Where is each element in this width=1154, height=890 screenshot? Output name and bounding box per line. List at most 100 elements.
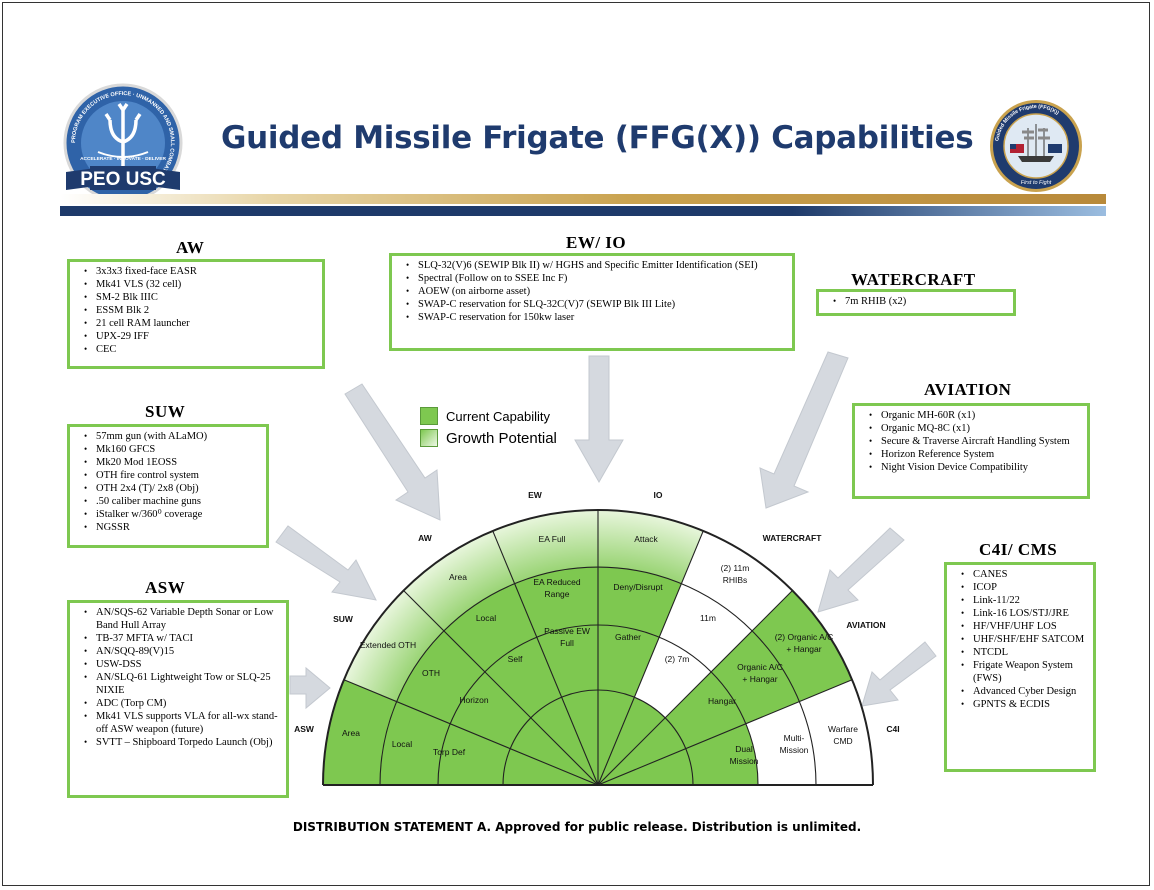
cell-aw-ring-3 xyxy=(443,583,537,672)
list-item: AN/SQQ-89(V)15 xyxy=(84,645,280,658)
legend-growth: Growth Potential xyxy=(420,429,557,447)
aviation-box: Organic MH-60R (x1)Organic MQ-8C (x1)Sec… xyxy=(852,403,1090,499)
list-item: Horizon Reference System xyxy=(869,448,1081,461)
ship-icon xyxy=(1018,156,1054,162)
asw-list: AN/SQS-62 Variable Depth Sonar or Low Ba… xyxy=(74,606,280,749)
list-item: UPX-29 IFF xyxy=(84,330,316,343)
list-item: SVTT – Shipboard Torpedo Launch (Obj) xyxy=(84,736,280,749)
list-item: SWAP-C reservation for 150kw laser xyxy=(406,311,786,324)
cell-av-org-2: + Hangar xyxy=(742,674,777,684)
cell-av-org2-2: + Hangar xyxy=(786,644,821,654)
cell-aw-ring-2 xyxy=(484,637,562,718)
list-item: NGSSR xyxy=(84,521,260,534)
cell-asw-area: Area xyxy=(342,728,360,738)
cell-watercraft-ring-2 xyxy=(634,637,712,718)
legend-swatch-current xyxy=(420,407,438,425)
list-item: Link-11/22 xyxy=(961,594,1087,607)
sector-divider xyxy=(597,530,704,786)
cell-io-deny: Deny/Disrupt xyxy=(613,582,663,592)
list-item: Link-16 LOS/STJ/JRE xyxy=(961,607,1087,620)
legend-current: Current Capability xyxy=(420,407,550,425)
sector-label-aw: AW xyxy=(418,533,433,543)
cell-aviation-ring-4 xyxy=(752,590,853,702)
list-item: 3x3x3 fixed-face EASR xyxy=(84,265,316,278)
watercraft-box: 7m RHIB (x2) xyxy=(816,289,1016,316)
arrow-ewio xyxy=(574,355,624,484)
ewio-list: SLQ-32(V)6 (SEWIP Blk II) w/ HGHS and Sp… xyxy=(396,259,786,324)
cell-asw-ring-2 xyxy=(438,723,511,785)
list-item: Frigate Weapon System (FWS) xyxy=(961,659,1087,685)
list-item: AN/SQS-62 Variable Depth Sonar or Low Ba… xyxy=(84,606,280,632)
ewio-box: SLQ-32(V)6 (SEWIP Blk II) w/ HGHS and Sp… xyxy=(389,253,795,351)
sector-divider xyxy=(597,679,853,786)
cell-c4i-ring-2 xyxy=(685,723,758,785)
aw-title: AW xyxy=(176,238,205,257)
cell-suw-ring-2 xyxy=(450,671,531,749)
arrow-asw xyxy=(289,666,331,710)
list-item: Organic MQ-8C (x1) xyxy=(869,422,1081,435)
cell-c4i-ring-4 xyxy=(799,679,873,785)
cell-wc-rhib-1: (2) 11m xyxy=(721,563,750,573)
list-item: 7m RHIB (x2) xyxy=(833,295,1007,308)
list-item: CANES xyxy=(961,568,1087,581)
cell-c4i-dual-2: Mission xyxy=(730,756,759,766)
sector-label-suw: SUW xyxy=(333,614,354,624)
cell-io-ring-3 xyxy=(598,567,682,638)
cell-aviation-ring-3 xyxy=(711,630,800,724)
cell-suw-horizon: Horizon xyxy=(459,695,489,705)
asw-box: AN/SQS-62 Variable Depth Sonar or Low Ba… xyxy=(67,600,289,798)
arrow-suw xyxy=(275,525,377,601)
list-item: Organic MH-60R (x1) xyxy=(869,409,1081,422)
list-item: Spectral (Follow on to SSEE Inc F) xyxy=(406,272,786,285)
cell-wc-rhib-2: RHIBs xyxy=(723,575,748,585)
peo-motto: ACCELERATE · INNOVATE · DELIVER xyxy=(80,156,166,162)
cell-watercraft-ring-4 xyxy=(681,530,793,631)
page-title: Guided Missile Frigate (FFG(X)) Capabili… xyxy=(221,120,974,156)
cell-aw-local: Local xyxy=(476,613,496,623)
list-item: AN/SLQ-61 Lightweight Tow or SLQ-25 NIXI… xyxy=(84,671,280,697)
list-item: SLQ-32(V)6 (SEWIP Blk II) w/ HGHS and Sp… xyxy=(406,259,786,272)
seal-motto: First to Fight xyxy=(1021,180,1052,186)
list-item: USW-DSS xyxy=(84,658,280,671)
cell-watercraft-ring-3 xyxy=(659,583,753,672)
sector-divider xyxy=(403,590,599,786)
peo-usc-text: PEO USC xyxy=(80,169,166,190)
cell-asw-torpdef: Torp Def xyxy=(433,747,466,757)
cell-c4i-ring-3 xyxy=(745,701,816,785)
list-item: SWAP-C reservation for SLQ-32C(V)7 (SEWI… xyxy=(406,298,786,311)
list-item: OTH 2x4 (T)/ 2x8 (Obj) xyxy=(84,482,260,495)
list-item: Mk41 VLS (32 cell) xyxy=(84,278,316,291)
list-item: SM-2 Blk IIIC xyxy=(84,291,316,304)
arrow-aw xyxy=(344,383,441,521)
legend-swatch-growth xyxy=(420,429,438,447)
cell-ew-reduced-1: EA Reduced xyxy=(533,577,581,587)
list-item: .50 caliber machine guns xyxy=(84,495,260,508)
cell-ew-ring-1 xyxy=(561,690,598,785)
asw-title: ASW xyxy=(145,578,186,597)
c4i-list: CANESICOPLink-11/22Link-16 LOS/STJ/JREHF… xyxy=(951,568,1087,711)
cell-asw-ring-3 xyxy=(380,701,451,785)
watercraft-title: WATERCRAFT xyxy=(851,270,976,289)
header-rule-gold xyxy=(60,194,1106,204)
cell-io-attack: Attack xyxy=(634,534,658,544)
sector-label-io: IO xyxy=(654,490,663,500)
cell-c4i-multi-2: Mission xyxy=(780,745,809,755)
cell-ew-full: EA Full xyxy=(539,534,566,544)
list-item: OTH fire control system xyxy=(84,469,260,482)
cell-aw-ring-1 xyxy=(530,697,598,785)
cell-ew-ring-4 xyxy=(492,510,598,584)
cell-watercraft-ring-1 xyxy=(598,697,666,785)
list-item: Mk160 GFCS xyxy=(84,443,260,456)
cell-asw-ring-1 xyxy=(503,748,598,785)
cell-suw-ring-4 xyxy=(343,590,444,702)
cell-suw-ring-1 xyxy=(510,717,598,785)
cell-c4i-ring-1 xyxy=(598,748,693,785)
list-item: HF/VHF/UHF LOS xyxy=(961,620,1087,633)
cell-wc-11m: 11m xyxy=(700,613,716,623)
c4i-title: C4I/ CMS xyxy=(979,540,1058,559)
cell-aw-ring-4 xyxy=(403,530,515,631)
list-item: TB-37 MFTA w/ TACI xyxy=(84,632,280,645)
